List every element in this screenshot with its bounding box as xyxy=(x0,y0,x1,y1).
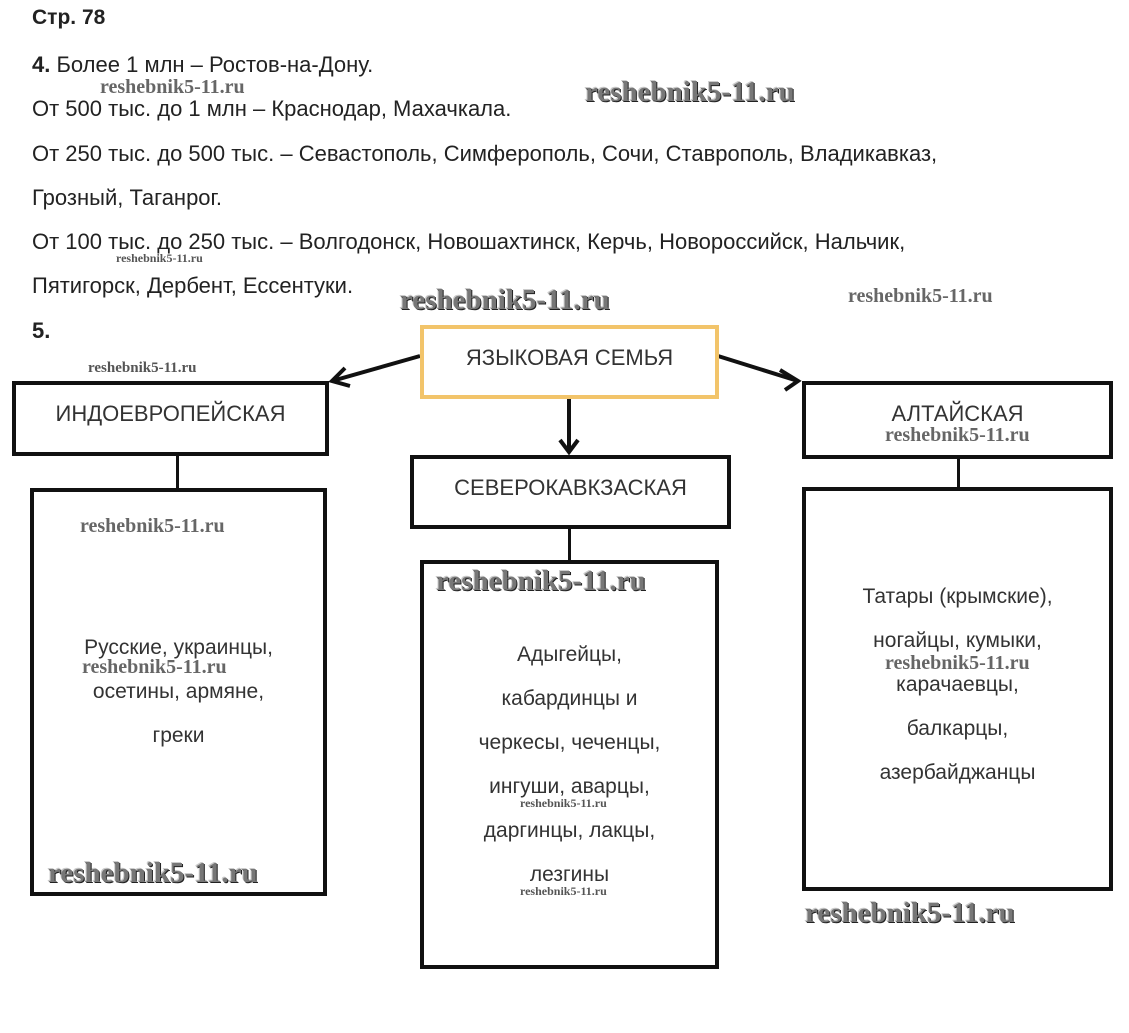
branch-title: ИНДОЕВРОПЕЙСКАЯ xyxy=(55,401,286,426)
arrow-left xyxy=(331,354,421,383)
watermark: reshebnik5-11.ru xyxy=(80,515,225,537)
watermark: reshebnik5-11.ru xyxy=(848,285,993,307)
arrow-right xyxy=(717,354,799,383)
connector xyxy=(568,528,571,561)
watermark: reshebnik5-11.ru xyxy=(400,284,610,316)
watermark: reshebnik5-11.ru xyxy=(520,884,607,898)
people-line: черкесы, чеченцы, xyxy=(478,730,661,754)
branch-title: АЛТАЙСКАЯ xyxy=(891,401,1024,426)
task4-line: От 250 тыс. до 500 тыс. – Севастополь, С… xyxy=(32,141,938,166)
people-line: карачаевцы, xyxy=(896,673,1019,696)
page-label: Стр. 78 xyxy=(32,6,106,29)
watermark: reshebnik5-11.ru xyxy=(520,796,607,810)
branch-altaic-title: АЛТАЙСКАЯ xyxy=(802,381,1113,459)
people-line: лезгины xyxy=(529,862,610,886)
watermark: reshebnik5-11.ru xyxy=(585,76,795,108)
watermark: reshebnik5-11.ru xyxy=(885,652,1030,674)
task4-line: Грозный, Таганрог. xyxy=(32,185,222,210)
people-line: даргинцы, лакцы, xyxy=(483,818,656,842)
branch-caucasian-title: СЕВЕРОКАВКЗАСКАЯ xyxy=(410,455,731,529)
watermark: reshebnik5-11.ru xyxy=(48,857,258,889)
people-line: Русские, украинцы, xyxy=(84,636,273,659)
task4-line: 4. Более 1 млн – Ростов-на-Дону. xyxy=(32,52,373,78)
connector xyxy=(176,455,179,489)
watermark: reshebnik5-11.ru xyxy=(436,565,646,597)
watermark: reshebnik5-11.ru xyxy=(88,360,197,376)
task4-line: От 100 тыс. до 250 тыс. – Волгодонск, Но… xyxy=(32,229,906,254)
branch-indoeuropean-peoples: Русские, украинцы, осетины, армяне, грек… xyxy=(30,488,327,896)
people-line: осетины, армяне, xyxy=(92,680,265,703)
root-box: ЯЗЫКОВАЯ СЕМЬЯ xyxy=(420,325,719,399)
branch-title: СЕВЕРОКАВКЗАСКАЯ xyxy=(454,475,687,500)
people-line: балкарцы, xyxy=(906,717,1009,740)
watermark: reshebnik5-11.ru xyxy=(805,897,1015,929)
people-line: ногайцы, кумыки, xyxy=(873,629,1042,652)
branch-caucasian-peoples: Адыгейцы, кабардинцы и черкесы, чеченцы,… xyxy=(420,560,719,969)
watermark: reshebnik5-11.ru xyxy=(116,251,203,265)
task4-line: От 500 тыс. до 1 млн – Краснодар, Махачк… xyxy=(32,96,512,121)
people-line: Адыгейцы, xyxy=(517,642,622,666)
task4-number: 4. xyxy=(32,52,51,77)
people-line: Татары (крымские), xyxy=(862,585,1053,608)
root-label: ЯЗЫКОВАЯ СЕМЬЯ xyxy=(465,345,674,370)
branch-altaic-peoples: Татары (крымские), ногайцы, кумыки, кара… xyxy=(802,487,1113,891)
watermark: reshebnik5-11.ru xyxy=(885,424,1030,446)
people-line: ингуши, аварцы, xyxy=(489,774,650,798)
people-line: греки xyxy=(152,724,205,747)
watermark: reshebnik5-11.ru xyxy=(82,656,227,678)
task4-text: Более 1 млн – Ростов-на-Дону. xyxy=(56,52,374,77)
branch-indoeuropean-title: ИНДОЕВРОПЕЙСКАЯ xyxy=(12,381,329,456)
watermark: reshebnik5-11.ru xyxy=(100,76,245,98)
task5-number: 5. xyxy=(32,318,51,343)
task4-line: Пятигорск, Дербент, Ессентуки. xyxy=(32,273,354,298)
people-line: кабардинцы и xyxy=(501,686,638,710)
people-line: азербайджанцы xyxy=(879,761,1036,784)
connector xyxy=(957,458,960,488)
